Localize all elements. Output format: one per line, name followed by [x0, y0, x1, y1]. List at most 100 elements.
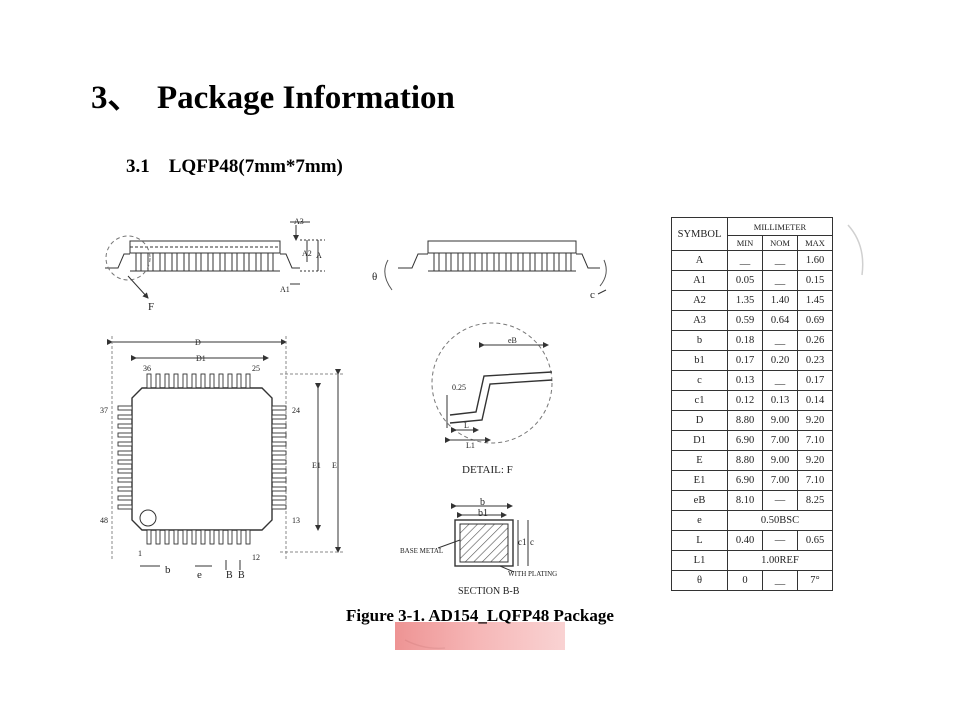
header-symbol: SYMBOL	[671, 217, 728, 251]
cell-min: 0.13	[727, 370, 763, 391]
cell-min: 8.80	[727, 410, 763, 431]
section-title-bb: SECTION B-B	[458, 586, 520, 597]
cell-nom: __	[762, 370, 798, 391]
cell-nom: __	[762, 330, 798, 351]
cell-max: 0.69	[797, 310, 833, 331]
label-b1: B	[226, 570, 233, 581]
cell-min: 0.40	[727, 530, 763, 551]
side-view-2	[384, 240, 607, 295]
cell-nom: 7.00	[762, 430, 798, 451]
cell-max: 8.25	[797, 490, 833, 511]
subsection-title-text: LQFP48(7mm*7mm)	[168, 156, 343, 177]
section-title-text: Package Information	[157, 80, 455, 116]
cell-nom: __	[762, 570, 798, 591]
cell-max: 0.14	[797, 390, 833, 411]
cell-nom: —	[762, 490, 798, 511]
table-subheader-row: MIN NOM MAX	[672, 235, 833, 251]
label-pin25: 25	[252, 364, 260, 373]
cell-symbol: b1	[671, 350, 728, 371]
label-c1-sec: c1	[518, 537, 527, 547]
cell-max: 9.20	[797, 410, 833, 431]
cell-symbol: L	[671, 530, 728, 551]
cell-nom: __	[762, 250, 798, 271]
label-a3: A3	[294, 217, 304, 226]
cell-nom: —	[762, 530, 798, 551]
cell-symbol: A	[671, 250, 728, 271]
label-pin24: 24	[292, 406, 300, 415]
label-l: L	[464, 421, 469, 430]
watermark-stripe	[395, 622, 565, 650]
detail-f	[431, 322, 553, 444]
cell-symbol: c	[671, 370, 728, 391]
cell-min: 8.80	[727, 450, 763, 471]
label-eb: eB	[508, 336, 517, 345]
cell-max: 1.60	[797, 250, 833, 271]
cell-merged: 1.00REF	[727, 550, 833, 571]
cell-symbol: A2	[671, 290, 728, 311]
table-row: A____1.60	[671, 250, 833, 271]
subsection-title: 3.1 LQFP48(7mm*7mm)	[126, 156, 343, 178]
cell-max: 0.23	[797, 350, 833, 371]
cell-nom: 9.00	[762, 450, 798, 471]
label-pin48: 48	[100, 516, 108, 525]
top-view-leads	[117, 373, 287, 545]
top-view-labels: D D1 36 25 37 24 48 13 1 12 E1 E b e B B	[100, 338, 337, 581]
side-view-2-labels: θ c	[372, 271, 595, 301]
cell-symbol: L1	[671, 550, 728, 571]
cell-max: 0.26	[797, 330, 833, 351]
label-b2: B	[238, 570, 245, 581]
cell-symbol: eB	[671, 490, 728, 511]
cell-nom: 0.13	[762, 390, 798, 411]
cell-min: 0.17	[727, 350, 763, 371]
cell-max: 7.10	[797, 430, 833, 451]
section-number: 3、	[91, 80, 141, 116]
label-base-metal: BASE METAL	[400, 547, 443, 555]
cell-symbol: E	[671, 450, 728, 471]
label-c-sec: c	[530, 537, 534, 547]
label-d1: D1	[196, 354, 206, 363]
header-min: MIN	[727, 235, 763, 251]
figure-caption: Figure 3-1. AD154_LQFP48 Package	[346, 606, 614, 625]
header-nom: NOM	[762, 235, 798, 251]
cell-symbol: θ	[671, 570, 728, 591]
cell-symbol: D1	[671, 430, 728, 451]
cell-nom: 9.00	[762, 410, 798, 431]
label-l1: L1	[466, 441, 475, 450]
label-f: F	[148, 301, 154, 313]
cell-min: 6.90	[727, 430, 763, 451]
label-pin1: 1	[138, 549, 142, 558]
label-e1: E1	[312, 461, 321, 470]
label-with-plating: WITH PLATING	[508, 570, 557, 578]
cell-min: __	[727, 250, 763, 271]
cell-max: 0.15	[797, 270, 833, 291]
cell-nom: __	[762, 270, 798, 291]
cell-min: 1.35	[727, 290, 763, 311]
cell-max: 7°	[797, 570, 833, 591]
label-e-pitch: e	[197, 569, 202, 581]
cell-min: 0.59	[727, 310, 763, 331]
label-e: E	[332, 461, 337, 470]
cell-nom: 0.20	[762, 350, 798, 371]
label-pin12: 12	[252, 553, 260, 562]
label-d: D	[195, 338, 201, 347]
cell-nom: 0.64	[762, 310, 798, 331]
cell-min: 8.10	[727, 490, 763, 511]
section-title: 3、 Package Information	[91, 70, 455, 118]
cell-merged: 0.50BSC	[727, 510, 833, 531]
cell-min: 0.18	[727, 330, 763, 351]
header-max: MAX	[797, 235, 833, 251]
cell-min: 0	[727, 570, 763, 591]
